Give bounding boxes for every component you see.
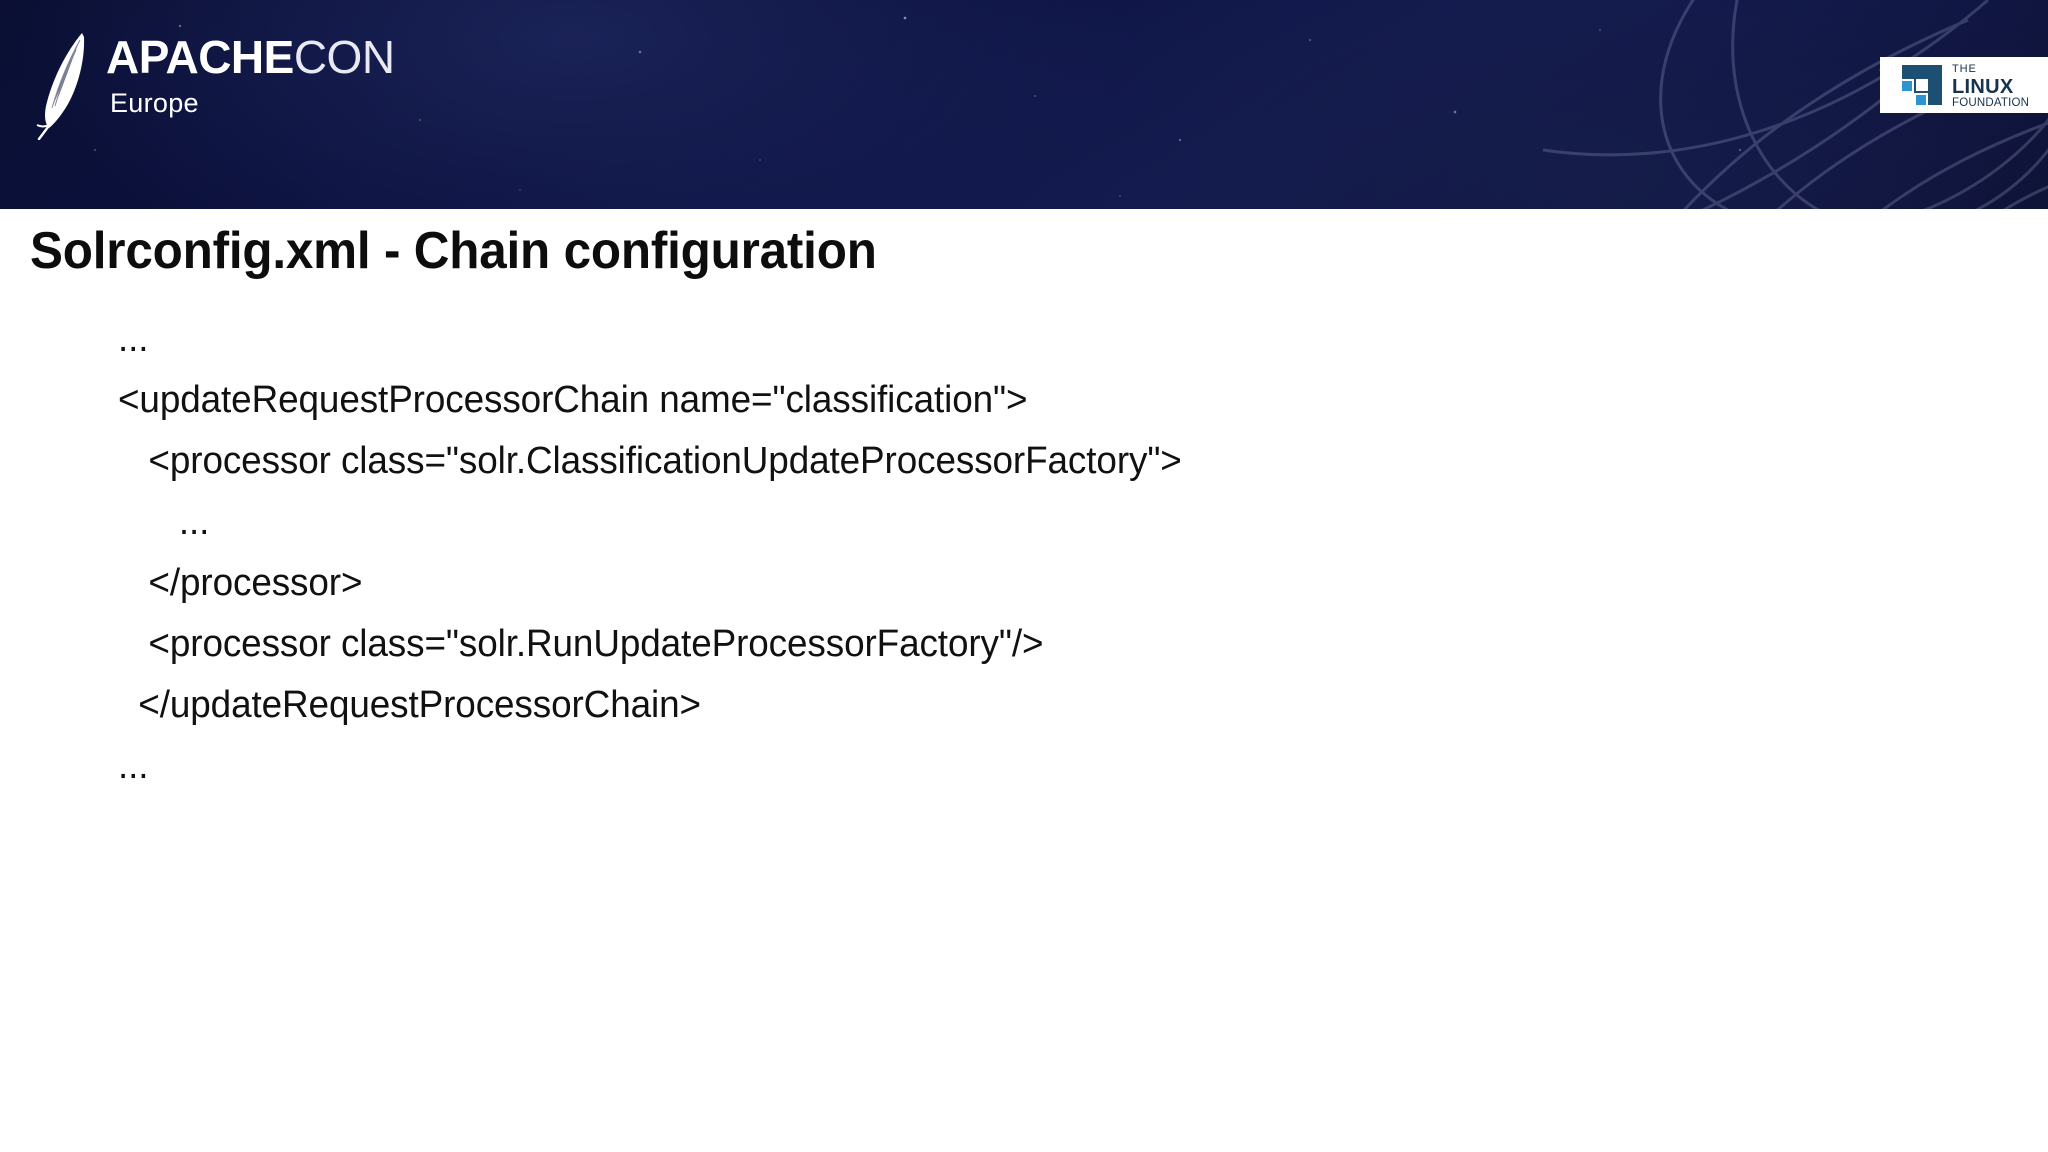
page-title: Solrconfig.xml - Chain configuration xyxy=(30,222,877,280)
lf-line-foundation: FOUNDATION xyxy=(1952,97,2030,110)
code-line: <processor class="solr.RunUpdateProcesso… xyxy=(118,623,1044,665)
code-line: </processor> xyxy=(118,562,363,604)
apachecon-logo: APACHECON Europe xyxy=(36,28,395,140)
apachecon-subtitle-europe: Europe xyxy=(110,88,199,118)
code-line: </updateRequestProcessorChain> xyxy=(118,684,701,726)
code-line: ... xyxy=(118,501,210,543)
apachecon-word-apache: APACHE xyxy=(106,31,294,83)
slide-body: Solrconfig.xml - Chain configuration ...… xyxy=(0,209,2048,1152)
apachecon-word-con: CON xyxy=(293,31,395,83)
lf-line-linux: LINUX xyxy=(1952,76,2014,99)
feather-icon xyxy=(36,33,85,140)
linux-foundation-mark-icon xyxy=(1902,65,1942,105)
code-line: <processor class="solr.ClassificationUpd… xyxy=(118,440,1182,482)
code-line: ... xyxy=(118,318,149,360)
code-line: ... xyxy=(118,745,149,787)
code-block: ... <updateRequestProcessorChain name="c… xyxy=(118,309,1918,797)
linux-foundation-logo: THE LINUX FOUNDATION xyxy=(1880,57,2048,113)
apachecon-wordmark: APACHECON xyxy=(106,34,395,80)
slide-header-band: APACHECON Europe THE LINUX FOUNDATION xyxy=(0,0,2048,209)
code-line: <updateRequestProcessorChain name="class… xyxy=(118,379,1028,421)
linux-foundation-wordmark: THE LINUX FOUNDATION xyxy=(1952,60,2029,110)
lf-line-the: THE xyxy=(1952,63,1977,76)
